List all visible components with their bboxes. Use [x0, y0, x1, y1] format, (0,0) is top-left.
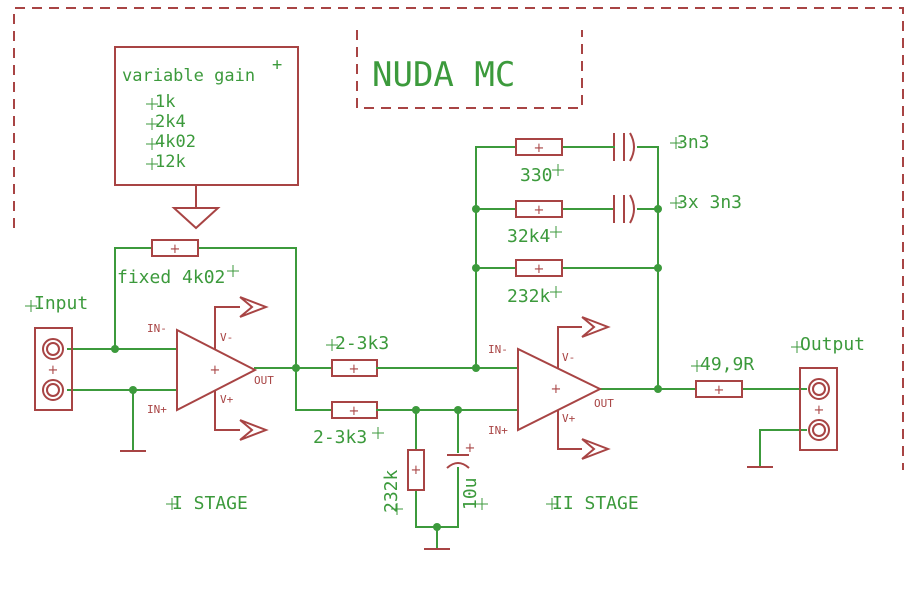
- svg-text:+: +: [534, 262, 545, 277]
- title-text: NUDA MC: [372, 55, 515, 95]
- svg-text:+: +: [170, 242, 181, 257]
- input-connector: + Input: [25, 293, 88, 411]
- input-label: Input: [34, 293, 88, 314]
- input-plus-mark: +: [48, 363, 59, 378]
- input-pin-1: [42, 338, 64, 360]
- svg-text:+: +: [465, 441, 476, 456]
- opamp-one-vminus-supply: [214, 296, 269, 350]
- opamp-two-vplus-supply: [557, 410, 611, 460]
- gain-value-markers: [146, 98, 158, 170]
- opamp-one-vplus-supply: [214, 390, 269, 441]
- resistor-shunt-label: 232k: [381, 469, 402, 513]
- input-connector-body: [34, 327, 73, 411]
- svg-text:+: +: [714, 383, 725, 398]
- gain-value-3: 4k02: [155, 132, 196, 152]
- gain-box-heading: variable gain: [122, 66, 255, 86]
- output-label: Output: [800, 334, 865, 355]
- opamp-one-v-minus: V-: [220, 331, 233, 344]
- resistor-input-bottom-label: 2-3k3: [313, 427, 367, 448]
- output-connector-body: [799, 367, 838, 451]
- input-pin-2: [42, 379, 64, 401]
- gain-value-4: 12k: [155, 152, 186, 172]
- capacitor-shunt: + 10u: [446, 441, 488, 510]
- opamp-one-in-minus: IN-: [147, 322, 167, 335]
- opamp-two-v-minus: V-: [562, 351, 575, 364]
- resistor-fixed-feedback: + fixed 4k02: [117, 239, 239, 288]
- resistor-feedback-330-label: 330: [520, 165, 553, 186]
- opamp-two-in-plus: IN+: [488, 424, 508, 437]
- resistor-feedback-32k4: + 32k4: [507, 200, 563, 247]
- resistor-feedback-32k4-label: 32k4: [507, 226, 550, 247]
- svg-text:+: +: [210, 363, 221, 378]
- opamp-one-v-plus: V+: [220, 393, 234, 406]
- output-connector: + Output: [791, 334, 865, 451]
- opamp-one-out: OUT: [254, 374, 274, 387]
- svg-text:+: +: [534, 203, 545, 218]
- opamp-two-v-plus: V+: [562, 412, 576, 425]
- capacitor-feedback-3n3: 3n3: [613, 132, 710, 162]
- resistor-output-label: 49,9R: [700, 354, 754, 375]
- svg-text:+: +: [349, 362, 360, 377]
- resistor-feedback-232k-label: 232k: [507, 286, 551, 307]
- stage-one-label: I STAGE: [172, 493, 248, 514]
- opamp-stage-one: + IN- IN+ OUT V- V+: [147, 296, 274, 441]
- title-frame: [356, 30, 583, 109]
- opamp-two-vminus-supply: [557, 316, 611, 369]
- capacitor-feedback-3n3-label: 3n3: [677, 132, 710, 153]
- title-box: NUDA MC: [356, 30, 583, 109]
- resistor-output: + 49,9R: [691, 354, 754, 398]
- board-frame: [13, 7, 904, 470]
- variable-gain-box: variable gain + 1k 2k4 4k02 12k: [114, 46, 299, 230]
- gain-value-1: 1k: [155, 92, 175, 112]
- opamp-two-in-minus: IN-: [488, 343, 508, 356]
- svg-text:+: +: [534, 141, 545, 156]
- gain-box-frame: [114, 46, 299, 186]
- svg-text:+: +: [411, 463, 422, 478]
- resistor-input-top: + 2-3k3: [326, 333, 389, 377]
- resistor-feedback-232k: + 232k: [507, 259, 563, 307]
- stage-two-label: II STAGE: [552, 493, 639, 514]
- resistor-feedback-330: + 330: [515, 138, 564, 186]
- svg-text:+: +: [551, 382, 562, 397]
- capacitor-shunt-label: 10u: [460, 477, 481, 510]
- output-pin-1: [808, 378, 830, 400]
- junction-dots: [111, 205, 662, 531]
- output-pin-2: [808, 419, 830, 441]
- resistor-input-top-label: 2-3k3: [335, 333, 389, 354]
- gain-value-2: 2k4: [155, 112, 186, 132]
- gain-selector-arrow: [171, 185, 221, 230]
- opamp-stage-two: + IN- IN+ OUT V- V+: [488, 316, 614, 460]
- gain-box-plus: +: [272, 55, 282, 75]
- svg-text:+: +: [814, 403, 825, 418]
- capacitor-feedback-3x3n3-label: 3x 3n3: [677, 192, 742, 213]
- opamp-one-in-plus: IN+: [147, 403, 167, 416]
- resistor-shunt: + 232k: [381, 449, 425, 515]
- fixed-resistor-label: fixed 4k02: [117, 267, 225, 288]
- resistor-input-bottom: + 2-3k3: [313, 401, 384, 448]
- svg-text:+: +: [349, 404, 360, 419]
- opamp-two-out: OUT: [594, 397, 614, 410]
- capacitor-feedback-3x3n3: 3x 3n3: [613, 192, 742, 224]
